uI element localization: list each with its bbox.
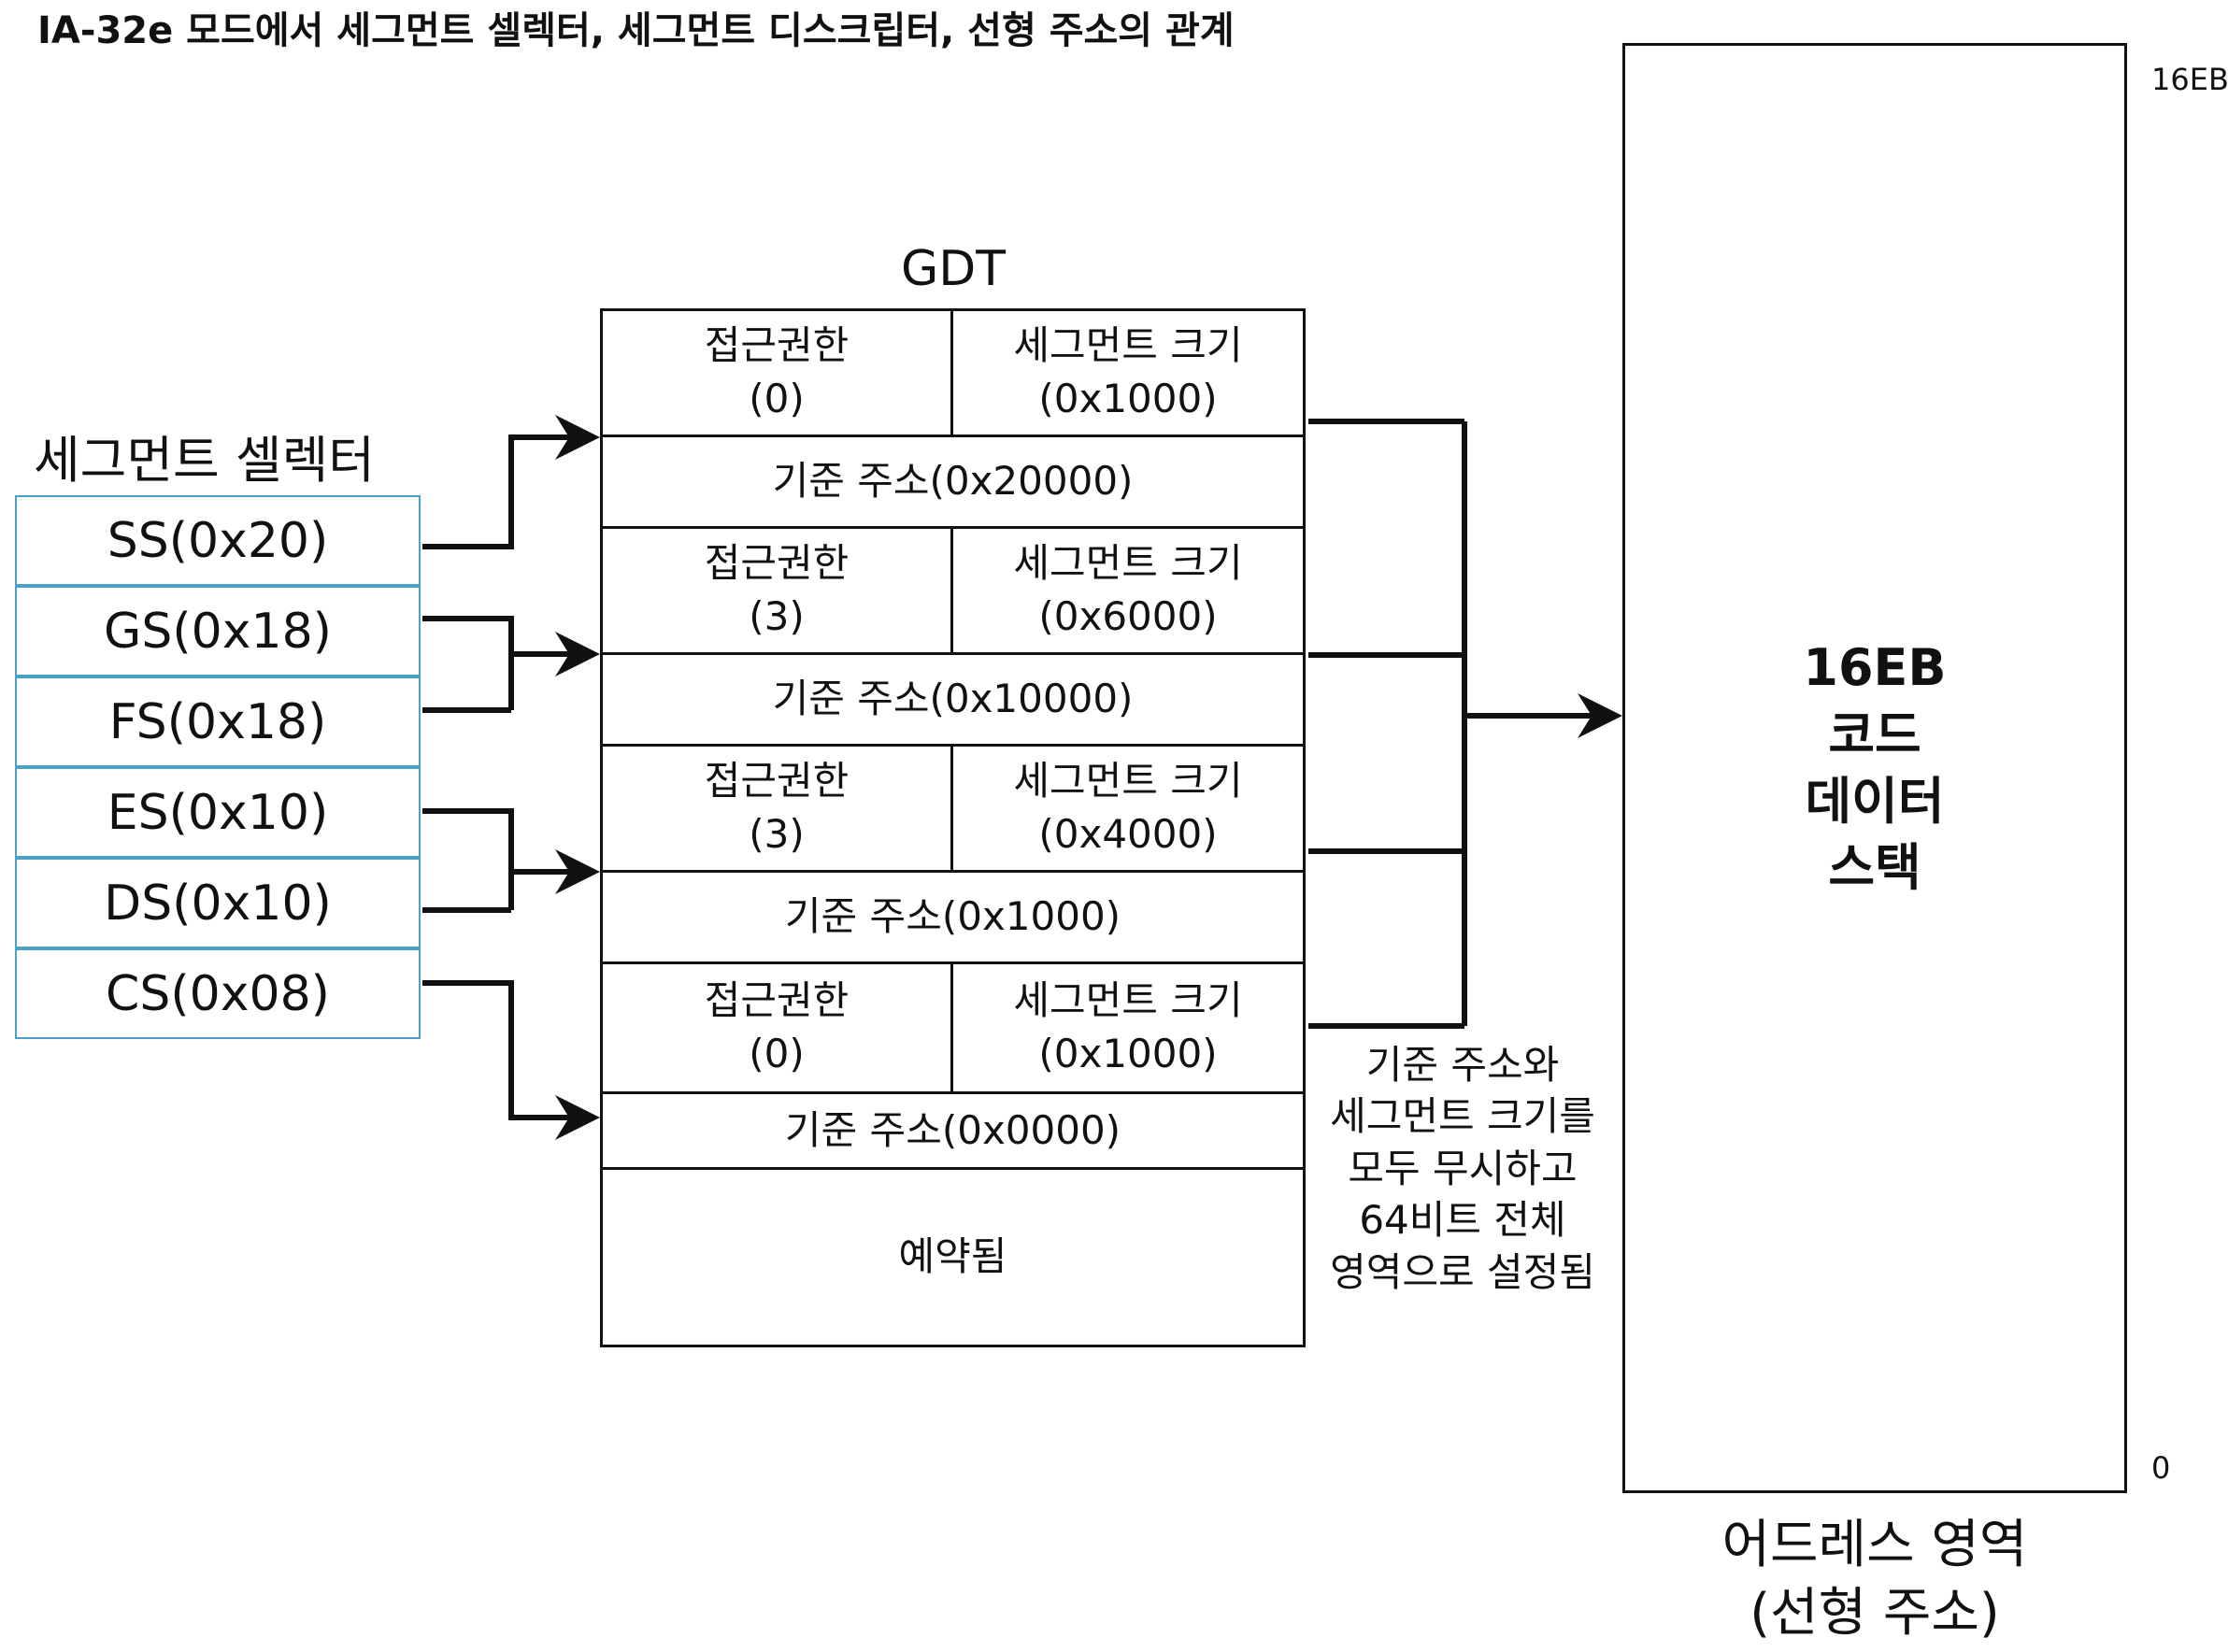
note-line: 기준 주소와: [1365, 1042, 1560, 1088]
descriptor-1-access: 접근권한 (3): [600, 526, 953, 655]
es-connector-line: [422, 808, 514, 910]
gdt-label: GDT: [900, 241, 1007, 297]
reserved-label: 예약됨: [898, 1233, 1007, 1280]
selector-gs: GS(0x18): [15, 586, 421, 676]
note-line: 64비트 전체: [1359, 1197, 1566, 1244]
address-label-line: (선형 주소): [1750, 1582, 2000, 1644]
gdt-reserved-entry: 예약됨: [600, 1167, 1306, 1347]
access-label: 접근권한: [704, 322, 850, 369]
note-line: 세그먼트 크기를: [1330, 1093, 1595, 1140]
address-space-content: 16EB: [1803, 638, 1947, 698]
selector-ds: DS(0x10): [15, 858, 421, 948]
access-label: 접근권한: [704, 977, 850, 1024]
flat-mode-note: 기준 주소와 세그먼트 크기를 모두 무시하고 64비트 전체 영역으로 설정됨: [1308, 1039, 1617, 1298]
base-address: 기준 주소(0x20000): [772, 458, 1134, 505]
base-address: 기준 주소(0x0000): [784, 1106, 1121, 1153]
base-address: 기준 주소(0x10000): [772, 676, 1134, 722]
size-label: 세그먼트 크기: [1013, 977, 1243, 1024]
selector-cs: CS(0x08): [15, 948, 421, 1039]
access-value: (3): [749, 811, 805, 857]
access-value: (0): [749, 1031, 805, 1076]
cs-connector-arrow: [422, 980, 600, 1140]
selector-ss: SS(0x20): [15, 495, 421, 586]
access-value: (0): [749, 376, 805, 421]
address-label-line: 어드레스 영역: [1721, 1515, 2028, 1575]
selector-es: ES(0x10): [15, 767, 421, 858]
size-label: 세그먼트 크기: [1013, 322, 1243, 369]
address-space-content: 데이터: [1805, 772, 1945, 831]
gs-connector-line: [422, 616, 514, 710]
access-label: 접근권한: [704, 758, 850, 805]
address-space-label: 어드레스 영역 (선형 주소): [1622, 1512, 2127, 1648]
ss-connector-arrow: [422, 415, 600, 549]
diagram-title: IA-32e 모드에서 세그먼트 셀렉터, 세그먼트 디스크립터, 선형 주소의…: [37, 9, 1235, 52]
size-value: (0x6000): [1038, 593, 1218, 639]
selector-fs: FS(0x18): [15, 676, 421, 767]
size-value: (0x1000): [1038, 1031, 1218, 1076]
descriptor-1-size: 세그먼트 크기 (0x6000): [950, 526, 1306, 655]
note-line: 모두 무시하고: [1348, 1145, 1578, 1191]
descriptor-0-size: 세그먼트 크기 (0x1000): [950, 308, 1306, 437]
size-label: 세그먼트 크기: [1013, 540, 1243, 587]
address-space-content: 코드: [1828, 705, 1921, 764]
address-space-content: 스택: [1828, 838, 1921, 898]
size-value: (0x1000): [1038, 376, 1218, 421]
size-label: 세그먼트 크기: [1013, 758, 1243, 805]
linear-address-space: 16EB 코드 데이터 스택: [1622, 43, 2127, 1493]
descriptor-2-base: 기준 주소(0x1000): [600, 870, 1306, 964]
address-bottom-tick: 0: [2151, 1450, 2171, 1486]
descriptor-3-access: 접근권한 (0): [600, 961, 953, 1094]
size-value: (0x4000): [1038, 811, 1218, 857]
selector-group-label: 세그먼트 셀렉터: [34, 431, 375, 490]
base-address: 기준 주소(0x1000): [784, 893, 1121, 940]
address-top-tick: 16EB: [2151, 62, 2228, 97]
descriptor-3-size: 세그먼트 크기 (0x1000): [950, 961, 1306, 1094]
descriptor-2-size: 세그먼트 크기 (0x4000): [950, 744, 1306, 873]
access-label: 접근권한: [704, 540, 850, 587]
descriptor-0-base: 기준 주소(0x20000): [600, 434, 1306, 529]
access-value: (3): [749, 593, 805, 639]
note-line: 영역으로 설정됨: [1330, 1248, 1595, 1295]
